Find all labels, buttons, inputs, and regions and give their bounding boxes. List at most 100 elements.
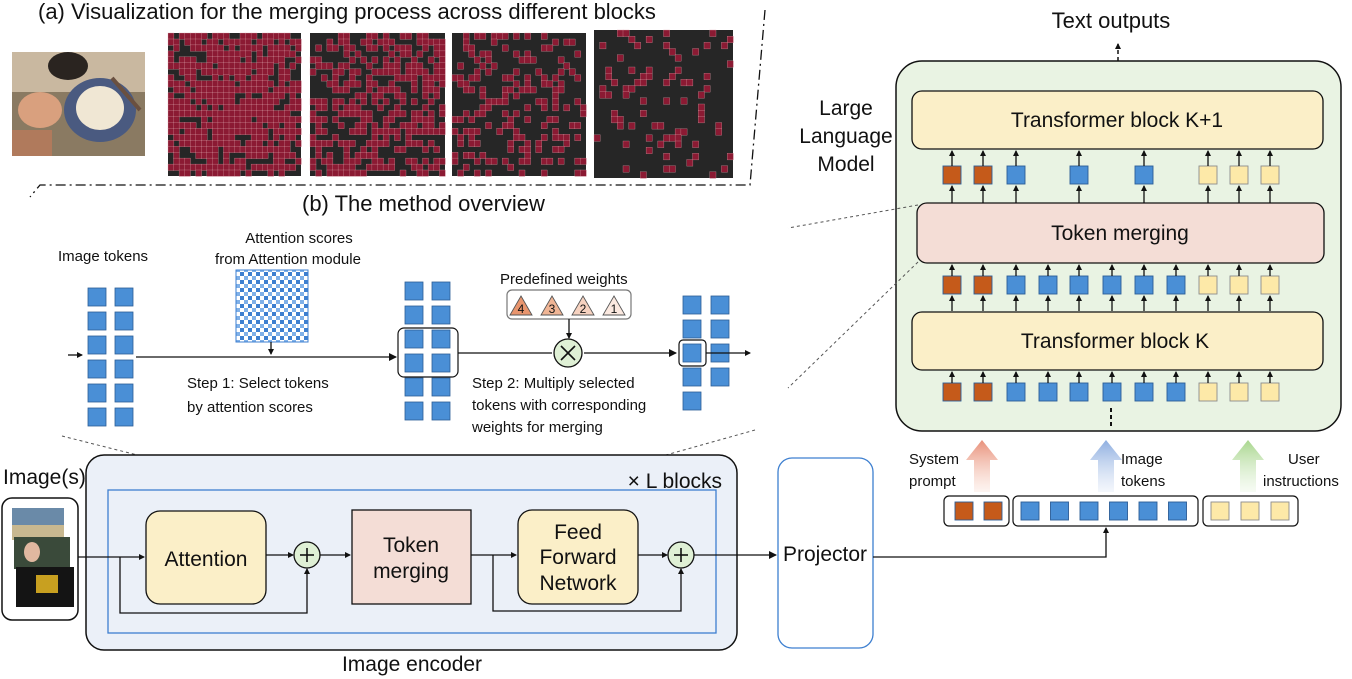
- token: [404, 377, 424, 397]
- image-token: [1050, 501, 1069, 521]
- step1-line1: Step 1: Select tokens: [187, 375, 329, 392]
- projector-block: [777, 457, 874, 649]
- token: [682, 295, 702, 315]
- token-merging-line1: Token: [383, 534, 439, 557]
- attention-block-label: Attention: [165, 548, 248, 571]
- llm-token: [973, 382, 993, 402]
- user-instructions-line2: instructions: [1263, 473, 1339, 490]
- step2-line3: weights for merging: [471, 419, 603, 436]
- merge-map-1: [167, 32, 302, 177]
- llm-token: [1166, 275, 1186, 295]
- token: [87, 359, 107, 379]
- llm-token: [942, 165, 962, 185]
- attention-block: [145, 510, 267, 605]
- llm-zoom-line-top: [787, 204, 919, 229]
- llm-token-rows: [942, 150, 1280, 402]
- token: [710, 367, 730, 387]
- transformer-block-k1: [911, 90, 1324, 150]
- llm-token-merging-label: Token merging: [1051, 222, 1189, 245]
- llm-token: [1134, 275, 1154, 295]
- attention-label-1: Attention scores: [245, 230, 353, 247]
- llm-token: [1069, 275, 1089, 295]
- llm-token: [1260, 165, 1280, 185]
- system-prompt-line2: prompt: [909, 473, 957, 490]
- token: [404, 353, 424, 373]
- image-token: [1079, 501, 1099, 521]
- token: [431, 329, 451, 349]
- token: [431, 281, 451, 301]
- user-instruction-token: [1240, 501, 1260, 521]
- llm-token: [1198, 275, 1218, 295]
- llm-token: [942, 275, 962, 295]
- step1-line2: by attention scores: [187, 399, 313, 416]
- input-images-stack: [1, 497, 79, 621]
- llm-token: [1260, 382, 1280, 402]
- llm-token: [1166, 382, 1186, 402]
- step2-line1: Step 2: Multiply selected: [472, 375, 635, 392]
- llm-input-tokens: [954, 501, 1290, 521]
- llm-token: [1134, 382, 1154, 402]
- llm-token: [1069, 165, 1089, 185]
- encoder-block-frame: [107, 489, 717, 634]
- token: [682, 367, 702, 387]
- user-instructions-arrow-icon: [1232, 440, 1264, 492]
- token: [682, 319, 702, 339]
- image-encoder-label: Image encoder: [342, 653, 482, 676]
- attention-label-2: from Attention module: [215, 251, 361, 268]
- images-label: Image(s): [3, 466, 86, 489]
- token: [404, 329, 424, 349]
- merge-map-3: [451, 32, 587, 177]
- image-token: [1109, 501, 1128, 521]
- system-prompt-line1: System: [909, 451, 959, 468]
- llm-zoom-line-bottom: [787, 261, 919, 389]
- merge-map-4: [593, 29, 734, 179]
- token: [87, 383, 107, 403]
- token: [87, 311, 107, 331]
- merging-visualization-maps: [167, 29, 734, 179]
- image-token: [1020, 501, 1040, 521]
- user-instructions-line1: User: [1288, 451, 1320, 468]
- token-merging-line2: merging: [373, 560, 449, 583]
- token: [114, 359, 134, 379]
- token: [431, 305, 451, 325]
- llm-token: [1198, 382, 1218, 402]
- token: [431, 377, 451, 397]
- token: [431, 353, 451, 373]
- merge-map-2: [309, 32, 446, 177]
- weight-value: 3: [549, 302, 556, 316]
- image-tokens-line1: Image: [1121, 451, 1163, 468]
- l-blocks-label: × L blocks: [628, 470, 722, 493]
- llm-label-1: Large: [819, 97, 873, 120]
- panel-a-frame: [29, 9, 766, 198]
- llm-label-2: Language: [799, 125, 892, 148]
- token: [114, 287, 134, 307]
- token: [404, 281, 424, 301]
- weight-value: 2: [580, 302, 587, 316]
- weight-triangle: [571, 295, 595, 316]
- predefined-weights-label: Predefined weights: [500, 271, 628, 288]
- panel-a-title: (a) Visualization for the merging proces…: [38, 0, 656, 24]
- user-instruction-token: [1210, 501, 1230, 521]
- ffn-block: [517, 509, 639, 605]
- llm-token: [1006, 275, 1026, 295]
- llm-token: [1102, 382, 1122, 402]
- image-tokens-line2: tokens: [1121, 473, 1165, 490]
- weight-value: 1: [611, 302, 618, 316]
- llm-token: [1134, 165, 1154, 185]
- image-token-grid: [87, 287, 134, 427]
- llm-token: [1069, 382, 1089, 402]
- token: [404, 401, 424, 421]
- weight-triangle: [509, 295, 533, 316]
- llm-token: [1198, 165, 1218, 185]
- ffn-line1: Feed: [554, 521, 602, 544]
- token: [87, 407, 107, 427]
- plus-circle-icon: [667, 541, 695, 569]
- llm-token: [1006, 165, 1026, 185]
- projector-to-llm-arrow: [873, 527, 1109, 558]
- llm-token: [973, 275, 993, 295]
- encoder-connections: [78, 551, 777, 614]
- token: [114, 407, 134, 427]
- token: [431, 401, 451, 421]
- weight-triangle: [602, 295, 626, 316]
